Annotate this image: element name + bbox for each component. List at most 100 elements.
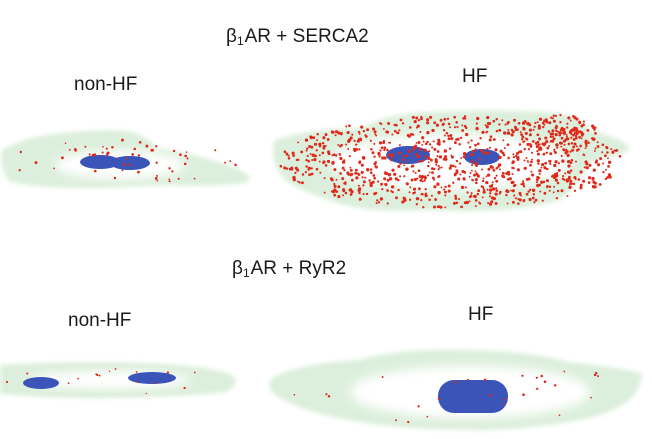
punctum — [602, 162, 605, 165]
punctum — [137, 154, 141, 157]
punctum — [131, 153, 135, 156]
punctum — [555, 196, 559, 200]
punctum — [442, 140, 446, 143]
punctum — [296, 180, 299, 183]
punctum — [436, 182, 440, 186]
punctum — [521, 374, 524, 377]
punctum — [503, 147, 506, 150]
punctum — [567, 164, 571, 168]
punctum — [409, 126, 412, 129]
punctum — [554, 126, 558, 130]
punctum — [345, 125, 348, 128]
punctum — [156, 174, 159, 177]
punctum — [343, 159, 346, 162]
punctum — [565, 149, 569, 154]
punctum — [321, 151, 325, 155]
punctum — [366, 128, 370, 132]
punctum — [403, 164, 406, 167]
punctum — [546, 146, 550, 150]
punctum — [558, 133, 562, 137]
punctum — [335, 178, 338, 181]
punctum — [561, 132, 563, 135]
punctum — [489, 192, 492, 195]
punctum — [326, 159, 331, 164]
punctum — [538, 169, 542, 173]
punctum — [490, 196, 494, 200]
punctum — [332, 153, 336, 157]
punctum — [518, 143, 522, 146]
punctum — [441, 123, 445, 126]
punctum — [443, 149, 447, 153]
punctum — [452, 181, 455, 184]
punctum — [95, 373, 98, 376]
punctum — [369, 171, 373, 175]
punctum — [502, 139, 505, 142]
punctum — [567, 142, 571, 146]
punctum — [423, 179, 426, 182]
punctum — [371, 151, 375, 155]
punctum — [530, 151, 534, 154]
punctum — [543, 380, 547, 383]
punctum — [353, 149, 357, 153]
punctum — [121, 138, 124, 142]
punctum — [536, 387, 539, 391]
punctum — [349, 193, 353, 196]
punctum — [597, 375, 599, 378]
label-hf-top: HF — [462, 66, 488, 87]
punctum — [511, 180, 515, 184]
punctum — [584, 147, 587, 150]
punctum — [456, 137, 460, 141]
punctum — [168, 167, 171, 170]
punctum — [154, 176, 158, 180]
punctum — [469, 172, 472, 174]
punctum — [417, 187, 421, 191]
punctum — [424, 192, 428, 196]
punctum — [301, 173, 305, 176]
punctum — [596, 145, 600, 148]
punctum — [541, 121, 545, 125]
punctum — [578, 135, 581, 139]
punctum — [531, 158, 534, 161]
punctum — [536, 183, 540, 188]
punctum — [287, 156, 291, 160]
punctum — [489, 394, 492, 397]
punctum — [566, 137, 570, 141]
punctum — [298, 181, 301, 184]
punctum — [458, 143, 461, 146]
punctum — [614, 149, 618, 152]
punctum — [488, 195, 491, 198]
punctum — [444, 185, 447, 189]
punctum — [383, 156, 387, 160]
punctum — [308, 144, 312, 148]
punctum — [424, 154, 427, 158]
punctum — [437, 164, 440, 168]
punctum — [522, 393, 525, 397]
punctum — [443, 117, 447, 121]
punctum — [536, 150, 539, 153]
punctum — [593, 137, 596, 141]
punctum — [494, 192, 498, 196]
punctum — [570, 158, 574, 162]
punctum — [431, 146, 434, 149]
punctum — [462, 151, 467, 156]
punctum — [562, 175, 565, 178]
punctum — [332, 160, 335, 163]
punctum — [145, 144, 149, 148]
punctum — [569, 182, 572, 186]
punctum — [412, 133, 415, 136]
punctum — [568, 185, 572, 190]
punctum — [301, 181, 304, 185]
punctum — [375, 134, 378, 137]
punctum — [340, 132, 343, 135]
punctum — [495, 189, 499, 192]
punctum — [470, 139, 473, 142]
punctum — [486, 147, 489, 150]
punctum — [378, 155, 381, 158]
punctum — [574, 134, 578, 138]
cell-hf-serca2 — [273, 110, 630, 211]
punctum — [371, 180, 375, 184]
punctum — [536, 121, 539, 124]
punctum — [184, 154, 188, 158]
punctum — [391, 168, 395, 172]
punctum — [429, 115, 433, 119]
